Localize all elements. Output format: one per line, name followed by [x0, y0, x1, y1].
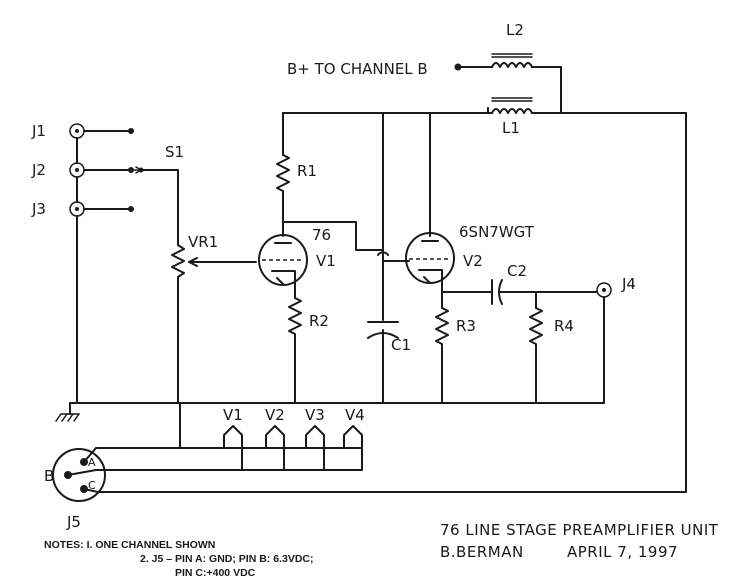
notes-line-1: NOTES: I. ONE CHANNEL SHOWN — [44, 539, 215, 551]
power-connector-j5[interactable] — [52, 447, 106, 502]
bplus-terminal — [454, 63, 462, 71]
vr1-label: VR1 — [188, 233, 218, 251]
notes-line-3: PIN C:+400 VDC — [175, 567, 256, 579]
j1-label: J1 — [31, 122, 46, 140]
bplus-rail-wire — [97, 112, 687, 493]
resistor-r4 — [529, 307, 543, 404]
pin-a-label: A — [88, 456, 96, 469]
jack-j3[interactable] — [69, 201, 134, 217]
j3-label: J3 — [31, 200, 46, 218]
v1-label: V1 — [316, 252, 336, 270]
l2-label: L2 — [506, 21, 524, 39]
resistor-r3 — [435, 307, 449, 404]
heater-label-v2: V2 — [265, 406, 285, 424]
heater-v1 — [223, 425, 243, 471]
c1-label: C1 — [391, 336, 411, 354]
v1-plate-to-v2-grid — [282, 221, 384, 262]
bplus-label: B+ TO CHANNEL B — [287, 60, 428, 78]
j5-label: J5 — [66, 513, 81, 531]
heater-label-v1: V1 — [223, 406, 243, 424]
jack-j2[interactable] — [69, 162, 134, 178]
output-jack-j4[interactable] — [596, 282, 612, 298]
l1-label: L1 — [502, 119, 520, 137]
j4-label: J4 — [621, 275, 636, 293]
pin-c-label: C — [88, 479, 96, 492]
resistor-r2 — [288, 297, 302, 357]
r1-label: R1 — [297, 162, 317, 180]
tube-v1 — [258, 234, 308, 286]
heater-v4 — [343, 425, 363, 449]
drawing-date: APRIL 7, 1997 — [567, 543, 678, 561]
ground-symbol — [55, 402, 80, 422]
heater-v3 — [305, 425, 325, 471]
v2-type-label: 6SN7WGT — [459, 223, 535, 241]
j2-label: J2 — [31, 161, 46, 179]
r3-label: R3 — [456, 317, 476, 335]
drawing-title: 76 LINE STAGE PREAMPLIFIER UNIT — [440, 521, 719, 539]
pin-b-label: B — [44, 467, 54, 485]
tube-v2 — [382, 232, 455, 284]
wire-crossover-hop — [377, 251, 389, 256]
c2-label: C2 — [507, 262, 527, 280]
selector-switch-s1[interactable] — [130, 166, 179, 246]
v1-type-label: 76 — [312, 226, 331, 244]
s1-label: S1 — [165, 143, 184, 161]
v2-label: V2 — [463, 252, 483, 270]
capacitor-c1 — [367, 321, 399, 404]
volume-pot-vr1[interactable] — [171, 244, 257, 404]
heater-label-v3: V3 — [305, 406, 325, 424]
heater-v2 — [265, 425, 285, 471]
drawing-author: B.BERMAN — [440, 543, 524, 561]
notes-line-2: 2. J5 – PIN A: GND; PIN B: 6.3VDC; — [140, 553, 313, 565]
resistor-r1 — [276, 154, 290, 211]
r4-label: R4 — [554, 317, 574, 335]
heater-return-wire — [95, 447, 363, 471]
heater-label-v4: V4 — [345, 406, 365, 424]
r2-label: R2 — [309, 312, 329, 330]
jack-j1[interactable] — [69, 123, 134, 139]
inductor-l2 — [457, 53, 562, 68]
inductor-l1 — [487, 97, 562, 114]
